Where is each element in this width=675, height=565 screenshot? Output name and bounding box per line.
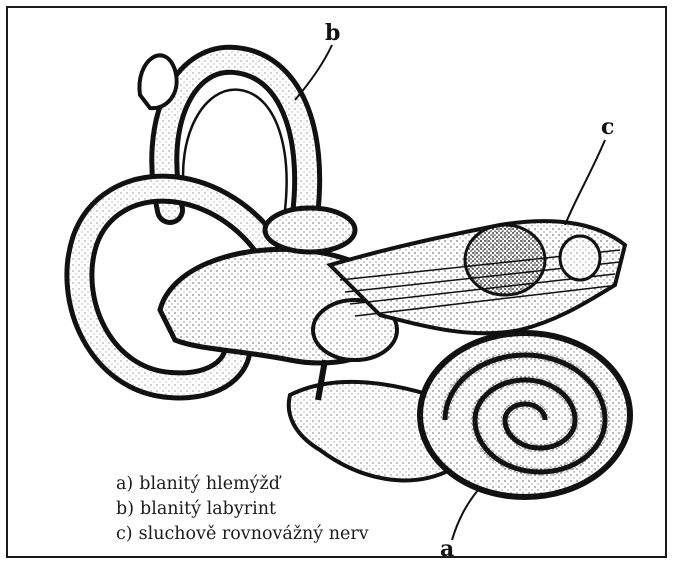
legend-item-c: c) sluchově rovnovážný nerv bbox=[116, 522, 375, 547]
legend-key: b) bbox=[116, 499, 134, 519]
legend-text: blanitý hlemýžď bbox=[139, 474, 280, 494]
legend-key: c) bbox=[116, 524, 133, 544]
leader-line-a bbox=[452, 490, 478, 540]
legend-text: sluchově rovnovážný nerv bbox=[139, 524, 369, 544]
legend-text: blanitý labyrint bbox=[140, 499, 276, 519]
callout-a: a bbox=[440, 538, 454, 560]
legend-key: a) bbox=[116, 474, 133, 494]
legend-item-a: a) blanitý hlemýžď bbox=[116, 472, 375, 497]
legend-item-b: b) blanitý labyrint bbox=[116, 497, 375, 522]
legend: a) blanitý hlemýžď b) blanitý labyrint c) s… bbox=[116, 472, 375, 547]
leader-line-b bbox=[295, 45, 332, 100]
leader-line-c bbox=[565, 140, 605, 225]
callout-c: c bbox=[601, 116, 614, 138]
callout-b: b bbox=[325, 22, 340, 44]
